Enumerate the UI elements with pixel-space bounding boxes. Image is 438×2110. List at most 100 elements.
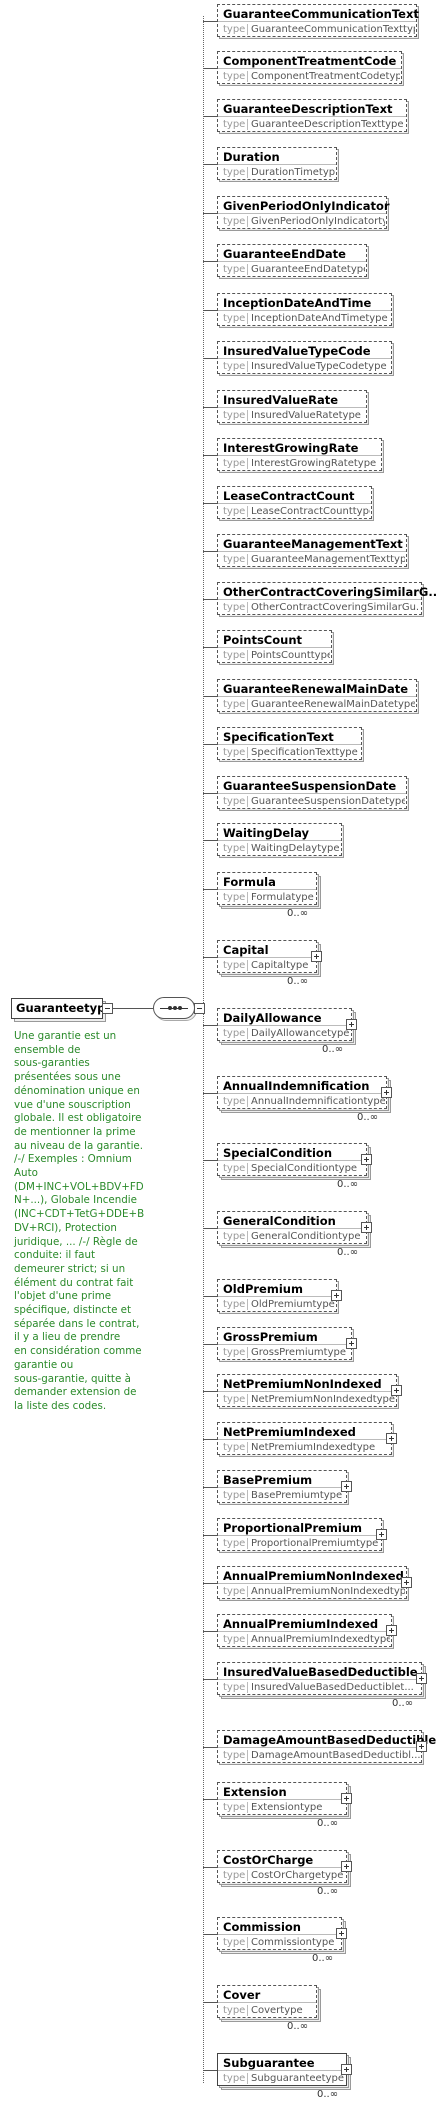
expand-icon[interactable] — [361, 1222, 372, 1233]
expand-icon[interactable] — [386, 1433, 397, 1444]
expand-icon[interactable] — [346, 1338, 357, 1349]
expand-icon[interactable] — [341, 2064, 352, 2075]
expand-icon[interactable] — [386, 1625, 397, 1636]
expand-icon[interactable] — [346, 1019, 357, 1030]
expand-icon[interactable] — [336, 1928, 347, 1939]
expand-icon[interactable] — [311, 951, 322, 962]
expand-icon[interactable] — [341, 1481, 352, 1492]
expand-icon[interactable] — [381, 1087, 392, 1098]
expand-icon[interactable] — [361, 1154, 372, 1165]
expand-icon[interactable] — [376, 1529, 387, 1540]
expand-icon[interactable] — [341, 1793, 352, 1804]
root-collapse-icon[interactable] — [102, 1003, 113, 1014]
sequence-collapse-icon[interactable] — [194, 1003, 205, 1014]
expand-icon[interactable] — [391, 1385, 402, 1396]
expand-icon[interactable] — [331, 1290, 342, 1301]
root-element-box[interactable]: Guaranteetype — [11, 998, 113, 1019]
expand-icon[interactable] — [401, 1577, 412, 1588]
expand-icon[interactable] — [341, 1861, 352, 1872]
expand-icon[interactable] — [416, 1741, 427, 1752]
expand-icon[interactable] — [416, 1673, 427, 1684]
